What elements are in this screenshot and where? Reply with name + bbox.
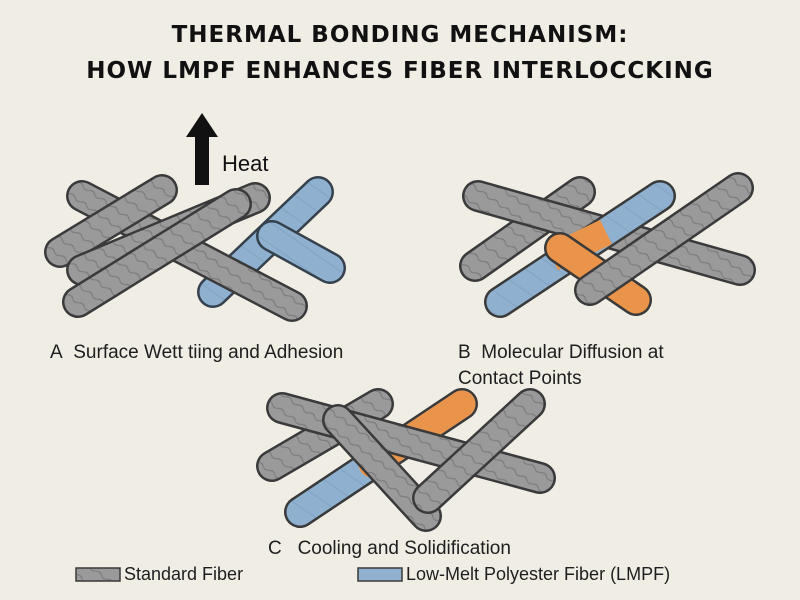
panel-b-text-line2: Contact Points xyxy=(458,368,582,389)
panel-b-fibers xyxy=(459,172,756,318)
legend-standard-swatch xyxy=(75,567,121,582)
legend-standard-label: Standard Fiber xyxy=(124,564,244,584)
heat-label: Heat xyxy=(222,151,268,176)
panel-a-letter: A xyxy=(50,342,63,363)
panel-a-text: Surface Wett tiing and Adhesion xyxy=(73,342,344,363)
panel-b-label: B Molecular Diffusion at Contact Points xyxy=(458,340,664,392)
panel-c-fibers xyxy=(256,388,556,532)
diagram-title-line1: THERMAL BONDING MECHANISM: xyxy=(171,22,629,48)
heat-arrow-icon xyxy=(186,113,218,185)
panel-b-letter: B xyxy=(458,342,471,363)
panel-c-label: C Cooling and Solidification xyxy=(268,536,511,562)
panel-b-text-line1: Molecular Diffusion at xyxy=(481,342,664,363)
panel-c-text: Cooling and Solidification xyxy=(297,538,511,559)
legend-lmpf-swatch xyxy=(357,567,403,582)
panel-a-label: A Surface Wett tiing and Adhesion xyxy=(50,340,343,366)
panel-a-fibers xyxy=(44,174,346,322)
diagram-title-line2: HOW LMPF ENHANCES FIBER INTERLOCCKING xyxy=(86,58,714,84)
legend-lmpf-label: Low-Melt Polyester Fiber (LMPF) xyxy=(406,564,671,584)
panel-c-letter: C xyxy=(268,538,282,559)
